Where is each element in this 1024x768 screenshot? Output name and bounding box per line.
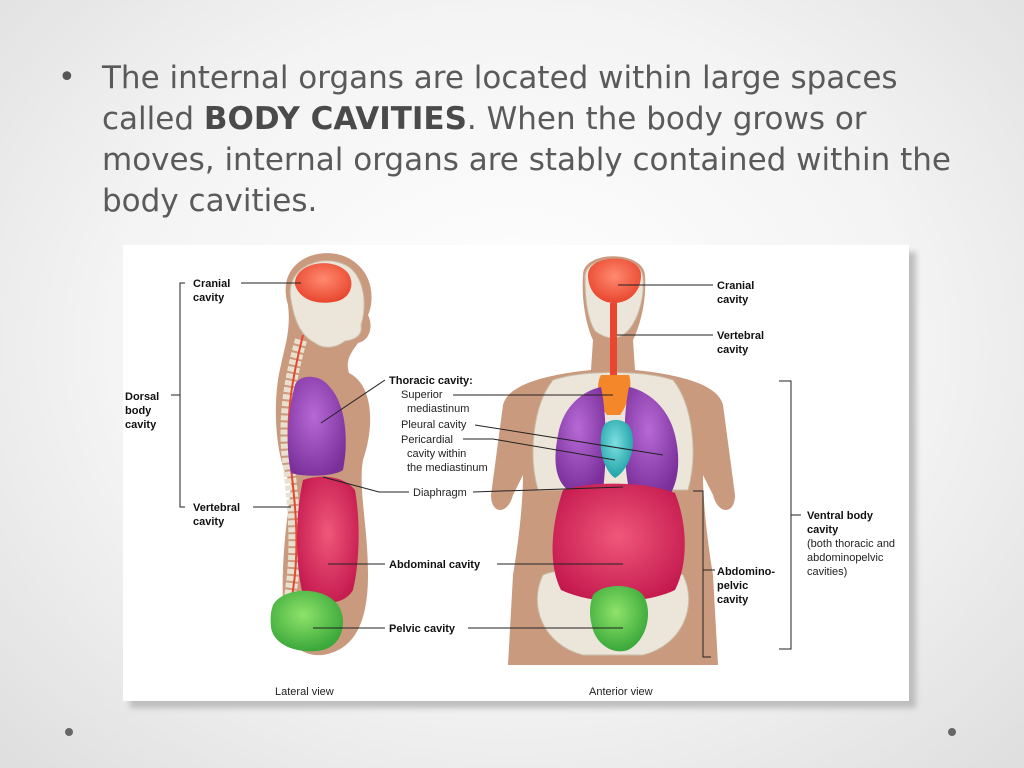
caption-anterior-view: Anterior view xyxy=(589,686,653,698)
label-thoracic-cavity: Thoracic cavity: xyxy=(389,375,473,387)
anterior-body xyxy=(491,256,735,665)
label-abdominal-cavity: Abdominal cavity xyxy=(389,559,481,571)
corner-dot-left xyxy=(65,728,73,736)
label-dorsal-2: body xyxy=(125,405,152,417)
label-lateral-cranial-1: Cranial xyxy=(193,278,230,290)
label-abdomino-1: Abdomino- xyxy=(717,566,775,578)
label-anterior-vertebral-2: cavity xyxy=(717,344,749,356)
bullet-symbol: • xyxy=(58,60,76,95)
bullet-text-bold: BODY CAVITIES xyxy=(204,101,467,137)
label-anterior-vertebral-1: Vertebral xyxy=(717,330,764,342)
label-anterior-cranial-1: Cranial xyxy=(717,280,754,292)
label-pelvic-cavity: Pelvic cavity xyxy=(389,623,456,635)
label-anterior-cranial-2: cavity xyxy=(717,294,749,306)
bullet-text: The internal organs are located within l… xyxy=(102,58,952,222)
label-ventral-3: (both thoracic and xyxy=(807,538,895,550)
lateral-body xyxy=(271,253,372,655)
label-ventral-1: Ventral body xyxy=(807,510,874,522)
label-dorsal-3: cavity xyxy=(125,419,157,431)
label-lateral-cranial-2: cavity xyxy=(193,292,225,304)
label-pleural-cavity: Pleural cavity xyxy=(401,419,467,431)
label-ventral-2: cavity xyxy=(807,524,839,536)
label-lateral-vertebral-1: Vertebral xyxy=(193,502,240,514)
label-pericardial-2: cavity within xyxy=(407,448,466,460)
label-superior-1: Superior xyxy=(401,389,443,401)
label-superior-2: mediastinum xyxy=(407,403,469,415)
bracket-dorsal xyxy=(180,283,185,507)
body-cavities-figure: Cranial cavity Dorsal body cavity Verteb… xyxy=(123,245,909,701)
anterior-abdominal-cavity xyxy=(553,484,685,602)
label-lateral-vertebral-2: cavity xyxy=(193,516,225,528)
lateral-pelvic-cavity xyxy=(271,591,343,652)
anterior-vertebral-cavity xyxy=(610,303,617,378)
label-abdomino-2: pelvic xyxy=(717,580,748,592)
label-ventral-4: abdominopelvic xyxy=(807,552,884,564)
lateral-abdominal-cavity xyxy=(297,477,359,603)
label-dorsal-1: Dorsal xyxy=(125,391,159,403)
label-ventral-5: cavities) xyxy=(807,566,847,578)
label-pericardial-3: the mediastinum xyxy=(407,462,488,474)
body-cavities-diagram: Cranial cavity Dorsal body cavity Verteb… xyxy=(123,245,909,701)
corner-dot-right xyxy=(948,728,956,736)
label-abdomino-3: cavity xyxy=(717,594,749,606)
label-pericardial-1: Pericardial xyxy=(401,434,453,446)
bracket-ventral xyxy=(779,381,791,649)
label-diaphragm: Diaphragm xyxy=(413,487,467,499)
caption-lateral-view: Lateral view xyxy=(275,686,334,698)
